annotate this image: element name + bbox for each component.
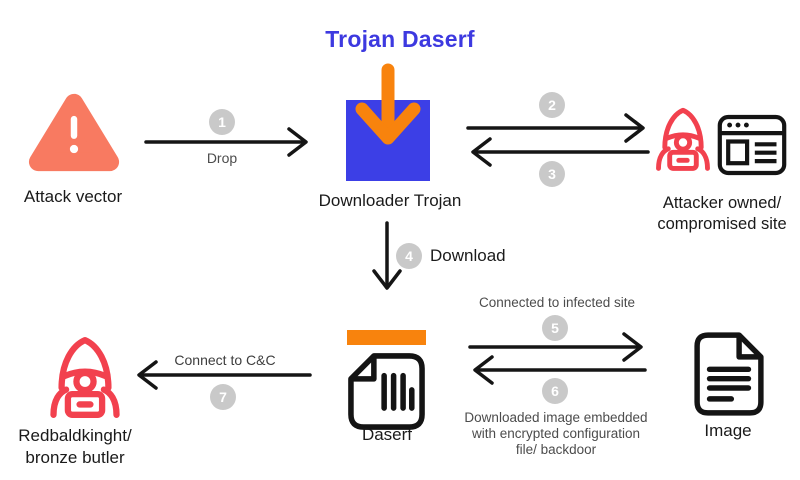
step6-label-line1: Downloaded image embedded bbox=[464, 410, 648, 425]
step5-connected-label: Connected to infected site bbox=[478, 295, 636, 310]
step-badge-2: 2 bbox=[539, 92, 565, 118]
step4-download-label: Download bbox=[430, 246, 506, 265]
step-badge-1: 1 bbox=[209, 109, 235, 135]
daserf-orange-bar bbox=[347, 330, 426, 345]
downloader-trojan-label: Downloader Trojan bbox=[318, 191, 462, 210]
step6-label-line3: file/ backdoor bbox=[515, 442, 597, 457]
arrow-step7 bbox=[137, 360, 312, 390]
attacker-site-label-line1: Attacker owned/ bbox=[662, 194, 782, 212]
step-badge-4: 4 bbox=[396, 243, 422, 269]
step-badge-6: 6 bbox=[542, 378, 568, 404]
image-file-icon bbox=[694, 332, 764, 416]
step-badge-3: 3 bbox=[539, 161, 565, 187]
step7-connect-label: Connect to C&C bbox=[174, 352, 276, 368]
step6-downloaded-label: Downloaded image embedded with encrypted… bbox=[464, 410, 647, 458]
attacker-site-label-line2: compromised site bbox=[657, 215, 787, 233]
download-arrow-icon bbox=[355, 63, 421, 145]
daserf-file-icon bbox=[348, 353, 425, 430]
attack-vector-label: Attack vector bbox=[23, 187, 123, 206]
attacker-site-label: Attacker owned/ compromised site bbox=[622, 193, 800, 235]
arrow-step2 bbox=[466, 113, 645, 143]
step1-drop-label: Drop bbox=[206, 150, 238, 166]
redbaldknight-label-line1: Redbaldkinght/ bbox=[18, 426, 132, 445]
hacker-icon bbox=[50, 336, 120, 418]
redbaldknight-label-line2: bronze butler bbox=[25, 448, 125, 467]
arrow-step5 bbox=[468, 332, 643, 362]
step-badge-7: 7 bbox=[210, 384, 236, 410]
image-label: Image bbox=[704, 421, 752, 440]
warning-triangle-icon bbox=[28, 93, 120, 172]
arrow-step6 bbox=[473, 355, 647, 385]
step6-label-line2: with encrypted configuration bbox=[471, 426, 641, 441]
redbaldknight-label: Redbaldkinght/ bronze butler bbox=[0, 425, 150, 469]
arrow-step4 bbox=[372, 221, 402, 290]
step-badge-5: 5 bbox=[542, 315, 568, 341]
hacker-icon bbox=[656, 107, 710, 171]
download-arrow-square-icon bbox=[346, 63, 430, 181]
diagram-title: Trojan Daserf bbox=[325, 26, 475, 52]
arrow-step3 bbox=[471, 137, 650, 167]
browser-window-icon bbox=[717, 114, 787, 176]
arrow-step1 bbox=[144, 127, 308, 157]
daserf-label: Daserf bbox=[361, 425, 413, 444]
